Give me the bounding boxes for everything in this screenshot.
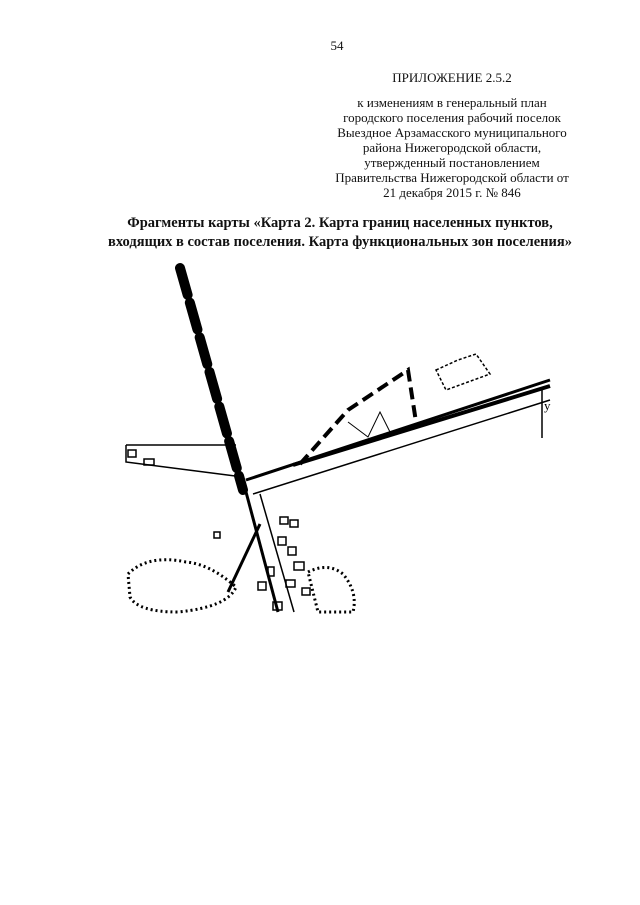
building [213, 531, 221, 539]
appendix-line: к изменениям в генеральный план [357, 95, 547, 110]
appendix-line: Правительства Нижегородской области от [335, 170, 569, 185]
appendix-line: городского поселения рабочий поселок [343, 110, 561, 125]
west-road [125, 444, 244, 478]
fragments-title: Фрагменты карты «Карта 2. Карта границ н… [60, 214, 620, 252]
parcel-boundary-dashed [298, 366, 418, 466]
buildings-cluster [257, 516, 311, 611]
appendix-line: утвержденный постановлением [364, 155, 540, 170]
main-road [245, 378, 551, 495]
appendix-line: района Нижегородской области, [362, 140, 542, 155]
appendix-line: 21 декабря 2015 г. № 846 [383, 185, 521, 200]
road-label: у [544, 398, 551, 413]
map-fragment: у [125, 263, 551, 614]
appendix-block: ПРИЛОЖЕНИЕ 2.5.2 к изменениям в генераль… [332, 70, 572, 200]
page-number: 54 [330, 38, 344, 53]
fragments-title-line: входящих в состав поселения. Карта функц… [108, 234, 572, 250]
appendix-title: ПРИЛОЖЕНИЕ 2.5.2 [392, 70, 512, 85]
land-plot-outline [434, 353, 492, 391]
zone-boundary-dotted [126, 558, 238, 614]
appendix-line: Выездное Арзамасского муниципального [337, 125, 567, 140]
settlement-boundary-dashed [175, 263, 248, 495]
south-road [226, 491, 295, 613]
fragments-title-line: Фрагменты карты «Карта 2. Карта границ н… [127, 215, 553, 231]
zone-boundary-dotted [306, 566, 356, 614]
